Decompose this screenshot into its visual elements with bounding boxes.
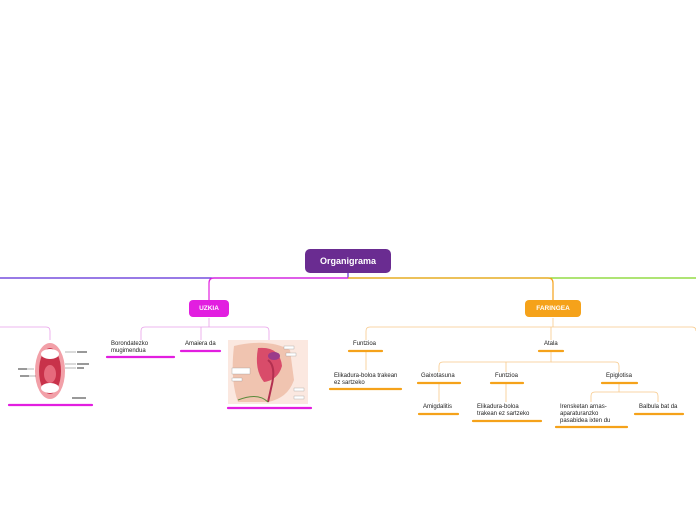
node-epiglotisa[interactable]: Epiglotisa — [606, 373, 640, 380]
node-atala-funtzioa[interactable]: Funtzioa — [495, 373, 529, 380]
branch-uzkia-label: UZKIA — [199, 305, 219, 312]
node-label: Funtzioa — [495, 373, 519, 379]
uzkia-connectors — [0, 318, 270, 340]
root-node[interactable]: Organigrama — [305, 249, 391, 273]
pharynx-anatomy-image[interactable] — [228, 340, 308, 404]
node-label: Elikadura-boloa trakean ez sartzeko — [477, 404, 530, 417]
node-label: Irensketan arnas-aparaturanzko pasabidea… — [560, 404, 611, 424]
faringea-connectors — [365, 318, 696, 402]
node-faringea-funtzioa[interactable]: Funtzioa — [353, 341, 393, 348]
node-atala[interactable]: Atala — [544, 341, 574, 348]
node-atala-funtzioa-elikadura[interactable]: Elikadura-boloa trakean ez sartzeko — [477, 404, 539, 418]
mouth-anatomy-drawing — [18, 343, 89, 399]
node-irensketan[interactable]: Irensketan arnas-aparaturanzko pasabidea… — [560, 404, 620, 425]
node-label: Amaiera da — [185, 341, 216, 347]
node-label: Atala — [544, 341, 558, 347]
connector-root-uzkia — [208, 277, 348, 300]
node-label: Borondatezko mugimendua — [111, 341, 149, 354]
node-label: Gaixotasuna — [421, 373, 455, 379]
node-underlines — [7, 349, 685, 429]
node-balbula[interactable]: Balbula bat da — [639, 404, 687, 411]
node-funtzioa-elikadura[interactable]: Elikadura-boloa trakean ez sartzeko — [334, 373, 400, 387]
node-borondatezko-mugimendua[interactable]: Borondatezko mugimendua — [111, 341, 171, 355]
node-gaixotasuna[interactable]: Gaixotasuna — [421, 373, 465, 380]
mouth-anatomy-image[interactable] — [14, 340, 92, 402]
connector-root-faringea — [348, 277, 554, 300]
node-amaiera-da[interactable]: Amaiera da — [185, 341, 225, 348]
node-label: Funtzioa — [353, 341, 377, 347]
branch-faringea-label: FARINGEA — [536, 305, 570, 312]
node-label: Amigdalitis — [423, 404, 453, 410]
branch-faringea[interactable]: FARINGEA — [525, 300, 581, 317]
node-amigdalitis[interactable]: Amigdalitis — [423, 404, 461, 411]
connector-root-left — [0, 273, 349, 279]
node-label: Epiglotisa — [606, 373, 633, 379]
pharynx-anatomy-drawing — [228, 340, 308, 404]
root-label: Organigrama — [319, 256, 377, 266]
branch-uzkia[interactable]: UZKIA — [189, 300, 229, 317]
node-label: Elikadura-boloa trakean ez sartzeko — [334, 373, 398, 386]
node-label: Balbula bat da — [639, 404, 678, 410]
